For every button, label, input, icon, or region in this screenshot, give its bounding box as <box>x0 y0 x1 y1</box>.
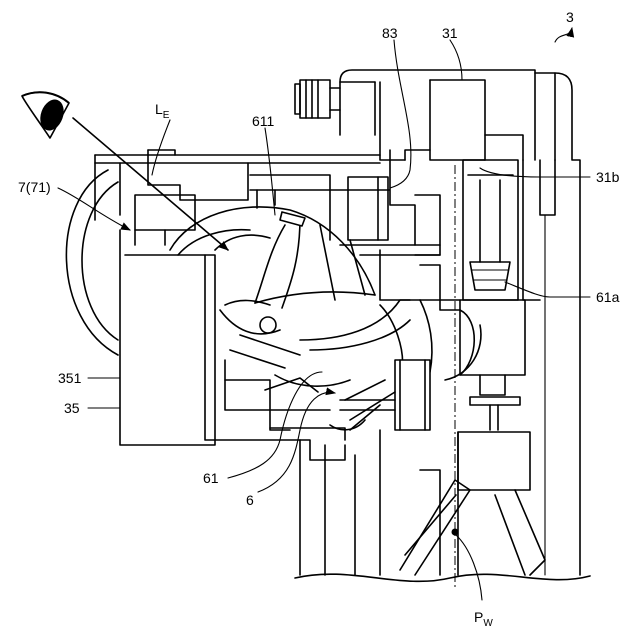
label-7-71: 7(71) <box>18 179 51 195</box>
upper-plates <box>95 150 380 245</box>
right-frame <box>523 73 580 575</box>
label-le: LE <box>155 101 170 121</box>
tool-611 <box>170 207 481 386</box>
label-6: 6 <box>246 492 254 508</box>
label-pw: PW <box>474 609 493 629</box>
eye-icon <box>22 92 69 138</box>
label-611: 611 <box>252 113 275 129</box>
lower-frame <box>300 430 440 575</box>
cover-35 <box>120 230 330 445</box>
label-83: 83 <box>382 25 398 41</box>
knob <box>295 80 340 118</box>
component-83 <box>348 177 388 240</box>
label-61a: 61a <box>596 289 620 305</box>
label-351: 351 <box>58 370 82 386</box>
label-3: 3 <box>566 9 574 25</box>
clamp-6 <box>265 360 430 440</box>
lens-7-71 <box>66 170 118 355</box>
label-31b: 31b <box>596 169 620 185</box>
label-31: 31 <box>442 25 458 41</box>
top-housing-31 <box>340 70 535 160</box>
label-61: 61 <box>203 470 219 486</box>
break-line <box>295 574 590 581</box>
point-pw-dot <box>452 529 459 536</box>
label-35: 35 <box>64 400 80 416</box>
leader-lines <box>58 28 590 600</box>
